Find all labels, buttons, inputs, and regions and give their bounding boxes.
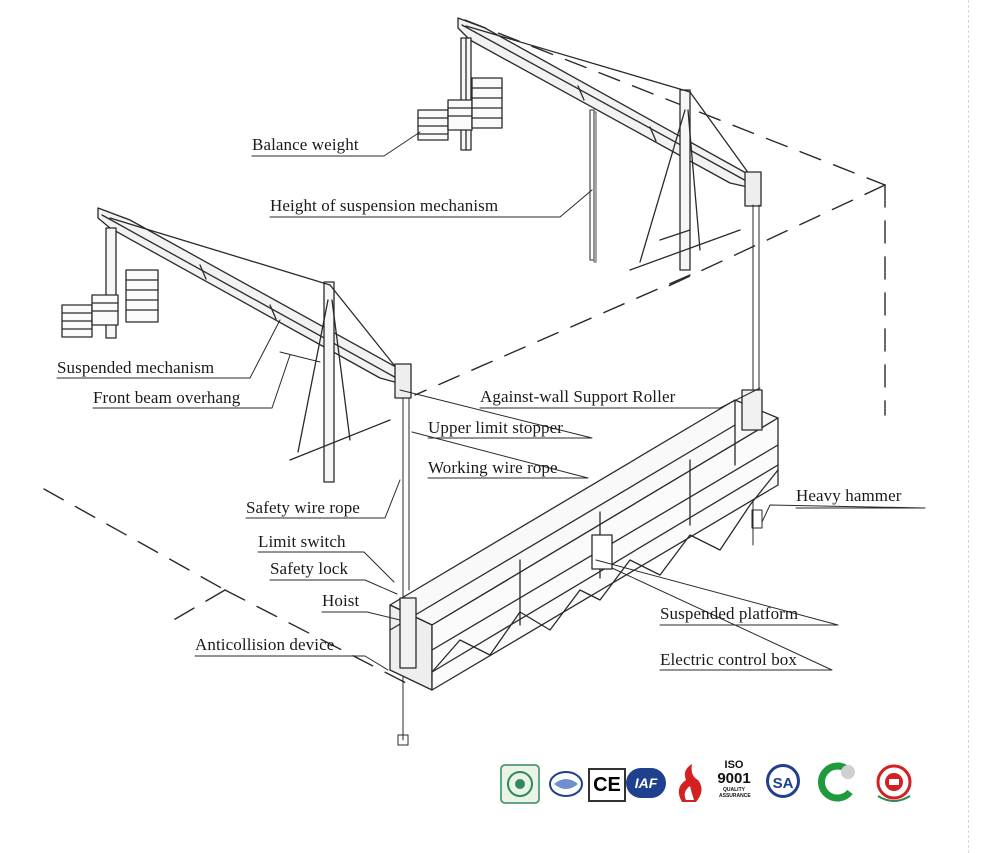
iso-number: 9001 bbox=[717, 770, 751, 787]
building-outline bbox=[43, 19, 886, 686]
limit-switch-label: Limit switch bbox=[258, 532, 346, 551]
against-wall-support-roller-label: Against-wall Support Roller bbox=[480, 387, 676, 406]
cqm-seal-logo bbox=[876, 764, 912, 802]
ce-mark: CE bbox=[588, 768, 626, 802]
anticollision-device-label: Anticollision device bbox=[195, 635, 335, 654]
cnas-logo bbox=[549, 771, 583, 797]
pcc-logo bbox=[500, 764, 540, 804]
safety-wire-rope-label: Safety wire rope bbox=[246, 498, 360, 517]
heavy-hammer-label: Heavy hammer bbox=[796, 486, 902, 505]
balance-weight-label: Balance weight bbox=[252, 135, 359, 154]
cqc-logo bbox=[817, 762, 855, 802]
rear-suspension-mechanism bbox=[457, 17, 762, 271]
leader-lines bbox=[56, 131, 926, 671]
iso-9001-logo: ISO 9001 QUALITY ASSURANCE bbox=[714, 759, 754, 800]
suspended-platform-label: Suspended platform bbox=[660, 604, 799, 623]
iaf-logo: IAF bbox=[626, 768, 666, 798]
ccc-flame-logo bbox=[678, 764, 702, 802]
csa-logo: SA bbox=[766, 764, 800, 798]
iso-mark: ISO bbox=[724, 759, 744, 771]
rear-balance-weights bbox=[417, 77, 503, 141]
front-suspension-mechanism bbox=[97, 207, 412, 483]
suspended-platform bbox=[389, 389, 779, 691]
working-wire-rope-label: Working wire rope bbox=[428, 458, 558, 477]
height-of-suspension-mechanism-label: Height of suspension mechanism bbox=[270, 196, 499, 215]
electric-control-box-label: Electric control box bbox=[660, 650, 798, 669]
hoist-label: Hoist bbox=[322, 591, 360, 610]
iso-caption: QUALITY ASSURANCE bbox=[719, 787, 751, 799]
safety-lock-label: Safety lock bbox=[270, 559, 349, 578]
front-balance-weights bbox=[61, 269, 159, 338]
upper-limit-stopper-label: Upper limit stopper bbox=[428, 418, 564, 437]
suspended-mechanism-label: Suspended mechanism bbox=[57, 358, 215, 377]
front-beam-overhang-label: Front beam overhang bbox=[93, 388, 241, 407]
